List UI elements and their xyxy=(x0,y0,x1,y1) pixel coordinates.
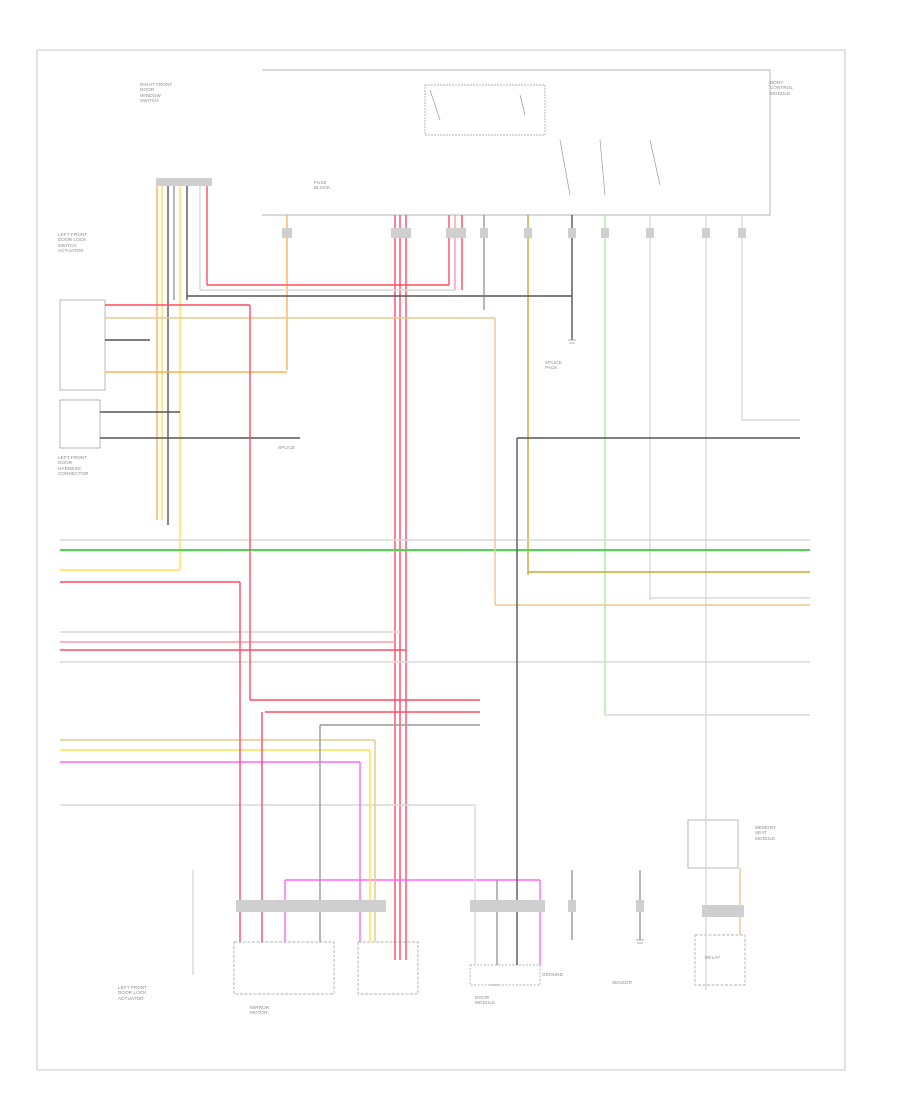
bottom-left-heater-box xyxy=(233,941,335,995)
label-bottom-sensor: SENSOR xyxy=(612,980,633,985)
bottom-right-relay-box xyxy=(694,934,746,986)
label-top-center-fuse: FUSE BLOCK xyxy=(314,180,331,191)
label-center-splice-1: SPLICE xyxy=(278,445,295,450)
wires-vertical xyxy=(156,180,743,990)
left-harness-box xyxy=(59,399,101,449)
label-bottom-right-module: MEMORY SEAT MODULE xyxy=(755,825,777,841)
label-top-right-module: BODY CONTROL MODULE xyxy=(770,80,794,96)
label-bottom-right-relay: RELAY xyxy=(705,955,721,960)
connector-pins xyxy=(156,178,746,917)
top-power-bus xyxy=(262,69,771,216)
components xyxy=(59,299,746,995)
bottom-right-module-box xyxy=(687,819,739,869)
label-bottom-left-heater: LEFT FRONT DOOR LOCK ACTUATOR xyxy=(118,985,148,1001)
bottom-center-connector-box xyxy=(469,964,541,986)
label-bottom-ground: GROUND xyxy=(542,972,564,977)
label-bottom-motor: MIRROR MOTOR xyxy=(250,1005,270,1016)
label-left-door-harness: LEFT FRONT DOOR HARNESS CONNECTOR xyxy=(58,455,89,477)
label-left-lock-switch: LEFT FRONT DOOR LOCK SWITCH ACTUATOR xyxy=(58,232,88,254)
wires-horizontal xyxy=(60,284,810,881)
label-top-left-module: RIGHT FRONT DOOR WINDOW SWITCH xyxy=(140,82,173,104)
label-center-splice-2: SPLICE PACK xyxy=(545,360,562,371)
bottom-motor-box xyxy=(357,941,419,995)
left-switch-box xyxy=(59,299,106,391)
label-bottom-center-module: DOOR MODULE xyxy=(475,995,496,1006)
wires-drops xyxy=(192,305,741,975)
ground-symbols xyxy=(490,339,644,986)
diagram-frame xyxy=(36,49,846,1071)
